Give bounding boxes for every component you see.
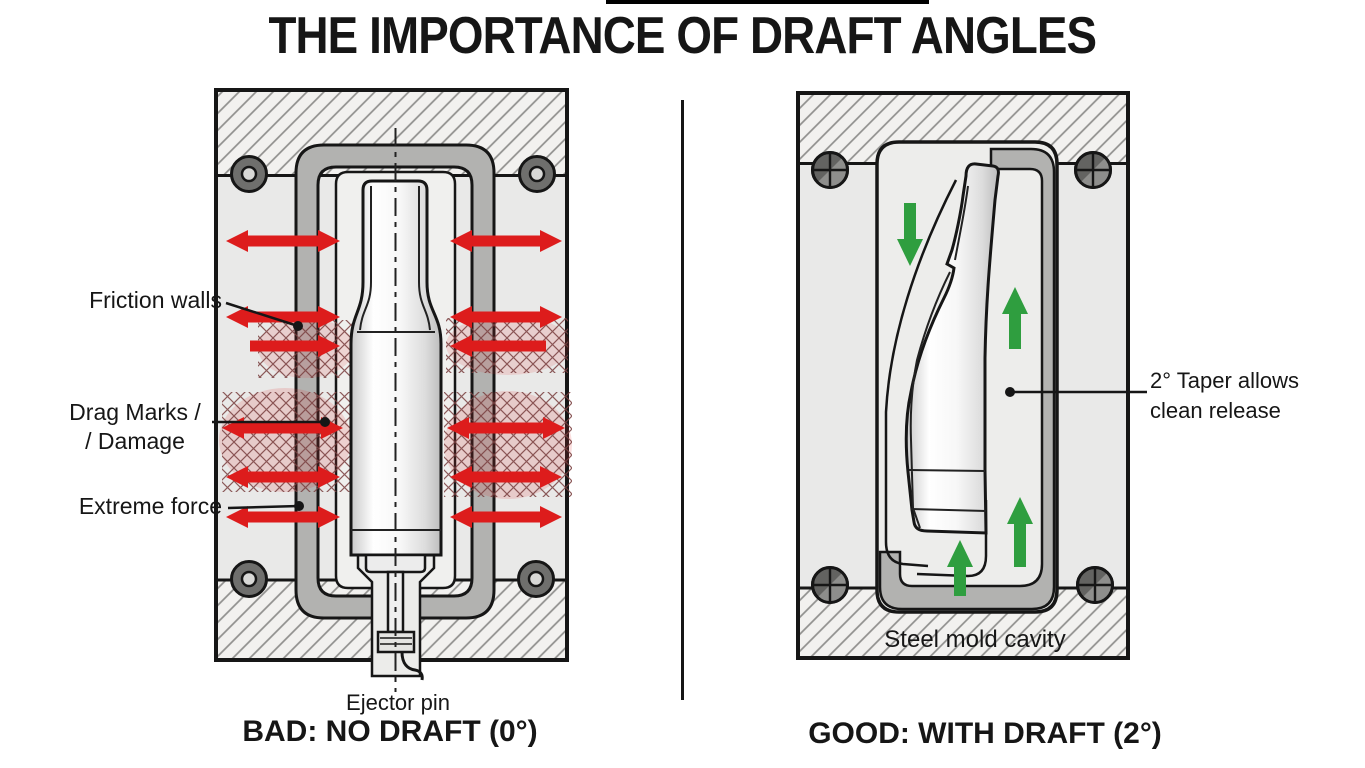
top-edge-artifact	[606, 0, 929, 4]
released-part	[904, 162, 1000, 535]
part-pocket-line	[916, 500, 988, 578]
page-title: THE IMPORTANCE OF DRAFT ANGLES	[268, 7, 1098, 65]
left-leader-lines	[212, 301, 330, 511]
label-extreme-force: Extreme force	[78, 493, 222, 519]
right-leader-line	[1005, 387, 1147, 397]
right-mold-block	[796, 91, 1147, 660]
ejector-pin-hook	[400, 651, 424, 681]
label-drag-marks-damage: Drag Marks / / Damage	[58, 398, 212, 456]
panel-divider	[681, 100, 684, 700]
release-arrows-green	[897, 203, 1033, 596]
vacated-cavity-line	[884, 179, 958, 568]
left-mold-block	[212, 88, 572, 692]
label-ejector-pin: Ejector pin	[346, 690, 450, 715]
label-friction-walls: Friction walls	[89, 287, 222, 313]
label-taper-line1: 2° Taper allows	[1150, 368, 1300, 393]
label-drag-marks-line2: / Damage	[85, 428, 185, 454]
label-taper-line2: clean release	[1150, 398, 1281, 423]
caption-bad-no-draft: BAD: NO DRAFT (0°)	[242, 715, 538, 748]
label-taper-note: 2° Taper allows clean release	[1150, 366, 1330, 426]
left-cavity-wall	[294, 143, 496, 620]
stuck-part-bottle	[349, 179, 443, 681]
label-steel-mold-cavity: Steel mold cavity	[884, 626, 1066, 653]
caption-good-with-draft: GOOD: WITH DRAFT (2°)	[808, 717, 1162, 750]
label-drag-marks-line1: Drag Marks /	[69, 399, 201, 425]
friction-arrows-red	[222, 230, 565, 528]
